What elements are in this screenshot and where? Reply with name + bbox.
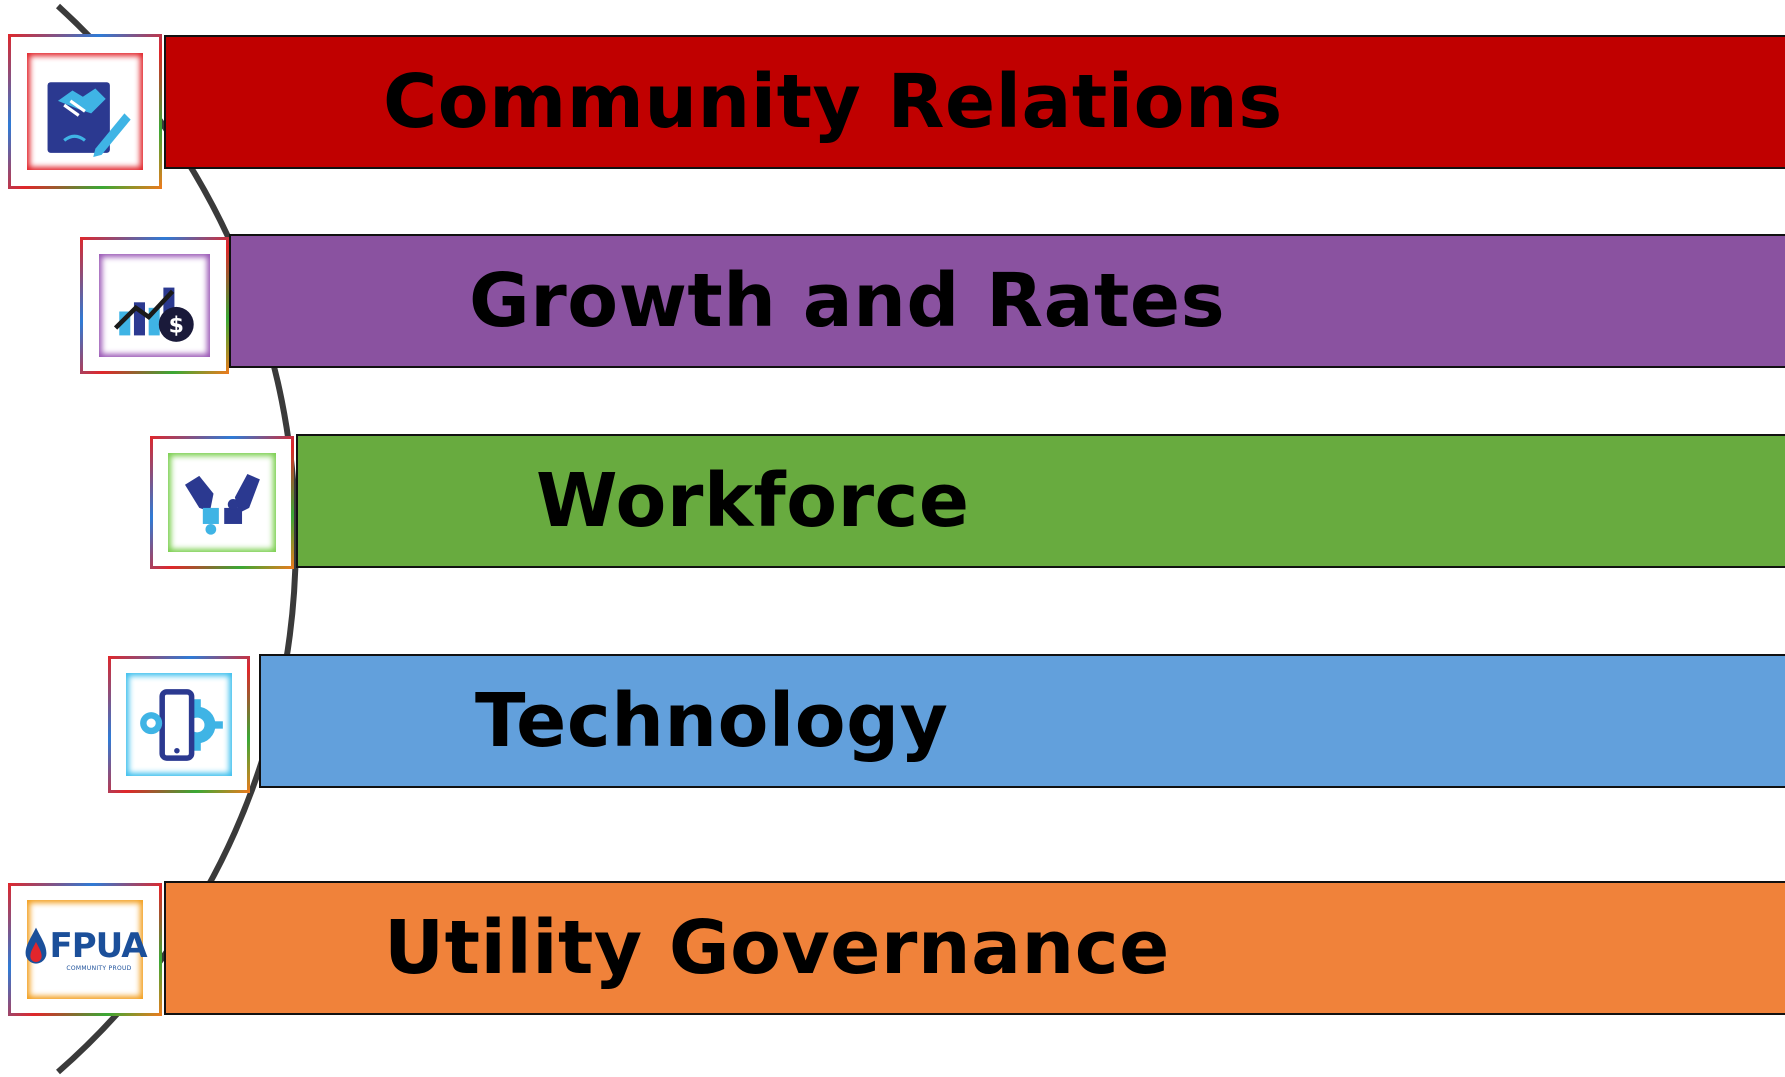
icon-frame-growth-and-rates: $ <box>80 237 229 374</box>
bar-label: Utility Governance <box>384 905 1170 991</box>
icon-frame-utility-governance: FPUA COMMUNITY PROUD <box>8 883 162 1016</box>
icon-frame-workforce <box>150 436 294 569</box>
svg-text:$: $ <box>169 313 184 338</box>
bar-technology[interactable]: Technology <box>259 654 1785 788</box>
hands-puzzle-icon <box>184 473 260 535</box>
fpua-logo-icon: FPUA <box>23 926 148 967</box>
icon-frame-community-relations <box>8 34 162 189</box>
handshake-contract-icon <box>47 82 131 158</box>
growth-chart-dollar-icon: $ <box>114 287 195 342</box>
logo-name: FPUA <box>49 926 147 967</box>
bar-label: Technology <box>475 678 949 764</box>
bar-workforce[interactable]: Workforce <box>296 434 1785 568</box>
bar-growth-and-rates[interactable]: Growth and Rates <box>229 234 1785 368</box>
icon-frame-technology <box>108 656 250 793</box>
phone-gear-icon <box>140 688 224 761</box>
bar-utility-governance[interactable]: Utility Governance <box>164 881 1785 1015</box>
bar-community-relations[interactable]: Community Relations <box>164 35 1785 169</box>
bar-label: Growth and Rates <box>469 258 1226 344</box>
logo-tagline: COMMUNITY PROUD <box>66 965 132 973</box>
bar-label: Workforce <box>536 458 970 544</box>
flame-drop-icon <box>26 928 47 965</box>
bar-label: Community Relations <box>383 59 1283 145</box>
